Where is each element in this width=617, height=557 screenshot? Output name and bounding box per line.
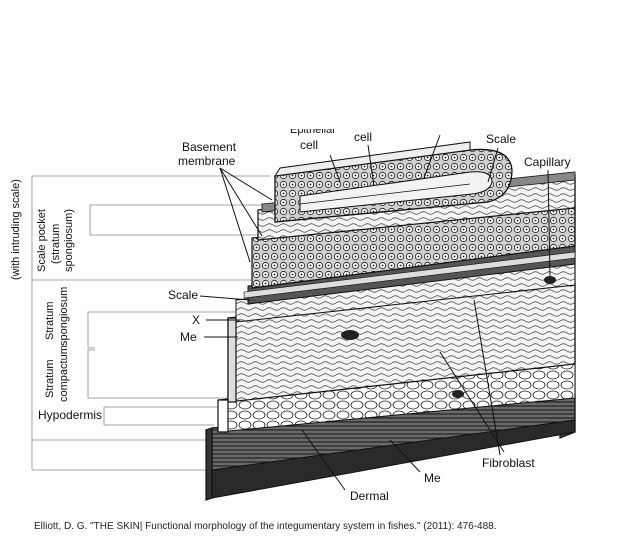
label-scale-top: Scale: [486, 132, 517, 146]
label-fibroblast: Fibroblast: [482, 456, 535, 470]
left-brackets: [31, 175, 270, 471]
label-membrane: membrane: [178, 154, 236, 168]
label-dermal: Dermal: [350, 489, 389, 503]
capillary-shape: [341, 276, 556, 398]
label-me-bottom: Me: [424, 471, 441, 485]
label-stratum-spongiosum-2: spongiosum: [58, 286, 70, 346]
label-hypodermis: Hypodermis: [38, 408, 103, 422]
label-x: X: [192, 313, 201, 327]
label-scale-pocket-1: Scale pocket: [36, 209, 48, 272]
label-epithelial: Epithelial: [290, 124, 335, 136]
label-me-left: Me: [180, 330, 197, 344]
label-cell: cell: [354, 130, 373, 144]
pointer-lines: [199, 134, 551, 491]
label-stratum-compactum-2: compactum: [58, 345, 70, 402]
label-with-intruding-scale: (with intruding scale): [10, 179, 22, 280]
label-scale-pocket-2: (stratum: [50, 223, 62, 264]
layer-epidermis-upper: [274, 141, 513, 223]
label-stratum-spongiosum-1: Stratum: [44, 301, 56, 340]
block-left-steps: [205, 317, 237, 501]
label-stratum-compactum-1: Stratum: [44, 359, 56, 398]
citation-caption: Elliott, D. G. "THE SKIN| Functional mor…: [34, 521, 497, 532]
label-scale-pocket-3: spongiosum): [63, 209, 75, 272]
label-scale-left: Scale: [168, 288, 199, 302]
label-basement: Basement: [182, 140, 237, 154]
label-capillary: Capillary: [524, 155, 571, 169]
label-epithelial-cell: cell: [300, 138, 319, 152]
